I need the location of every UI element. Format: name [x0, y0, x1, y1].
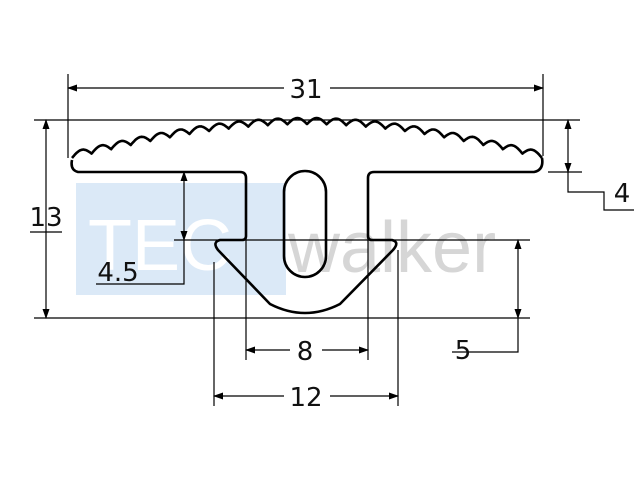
- dim-stem-to-flange: 4.5: [96, 171, 188, 288]
- dim-tread-thickness: 4: [564, 119, 634, 211]
- dim-bulb-width-label: 12: [289, 383, 322, 413]
- dim-stem-to-flange-label: 4.5: [97, 258, 138, 288]
- tread-serrated-edge: [71, 116, 543, 159]
- dim-stem-width: 8: [245, 337, 369, 367]
- dim-overall-width-label: 31: [289, 75, 322, 105]
- watermark-walker: walker: [287, 208, 496, 288]
- dim-overall-height: 13: [29, 119, 63, 319]
- dim-stem-width-label: 8: [297, 337, 314, 367]
- dim-bulb-height-label: 5: [455, 336, 472, 366]
- watermark-tec: TEC: [88, 206, 232, 286]
- dim-bulb-height: 5: [452, 239, 522, 366]
- dim-overall-height-label: 13: [29, 203, 62, 233]
- dim-bulb-width: 12: [213, 383, 399, 413]
- dim-tread-thickness-label: 4: [614, 179, 631, 209]
- profile-outline: [70, 157, 544, 315]
- center-slot: [282, 169, 328, 279]
- dim-overall-width: 31: [67, 75, 544, 105]
- watermark: TEC walker: [76, 183, 496, 295]
- extension-lines: [34, 74, 582, 406]
